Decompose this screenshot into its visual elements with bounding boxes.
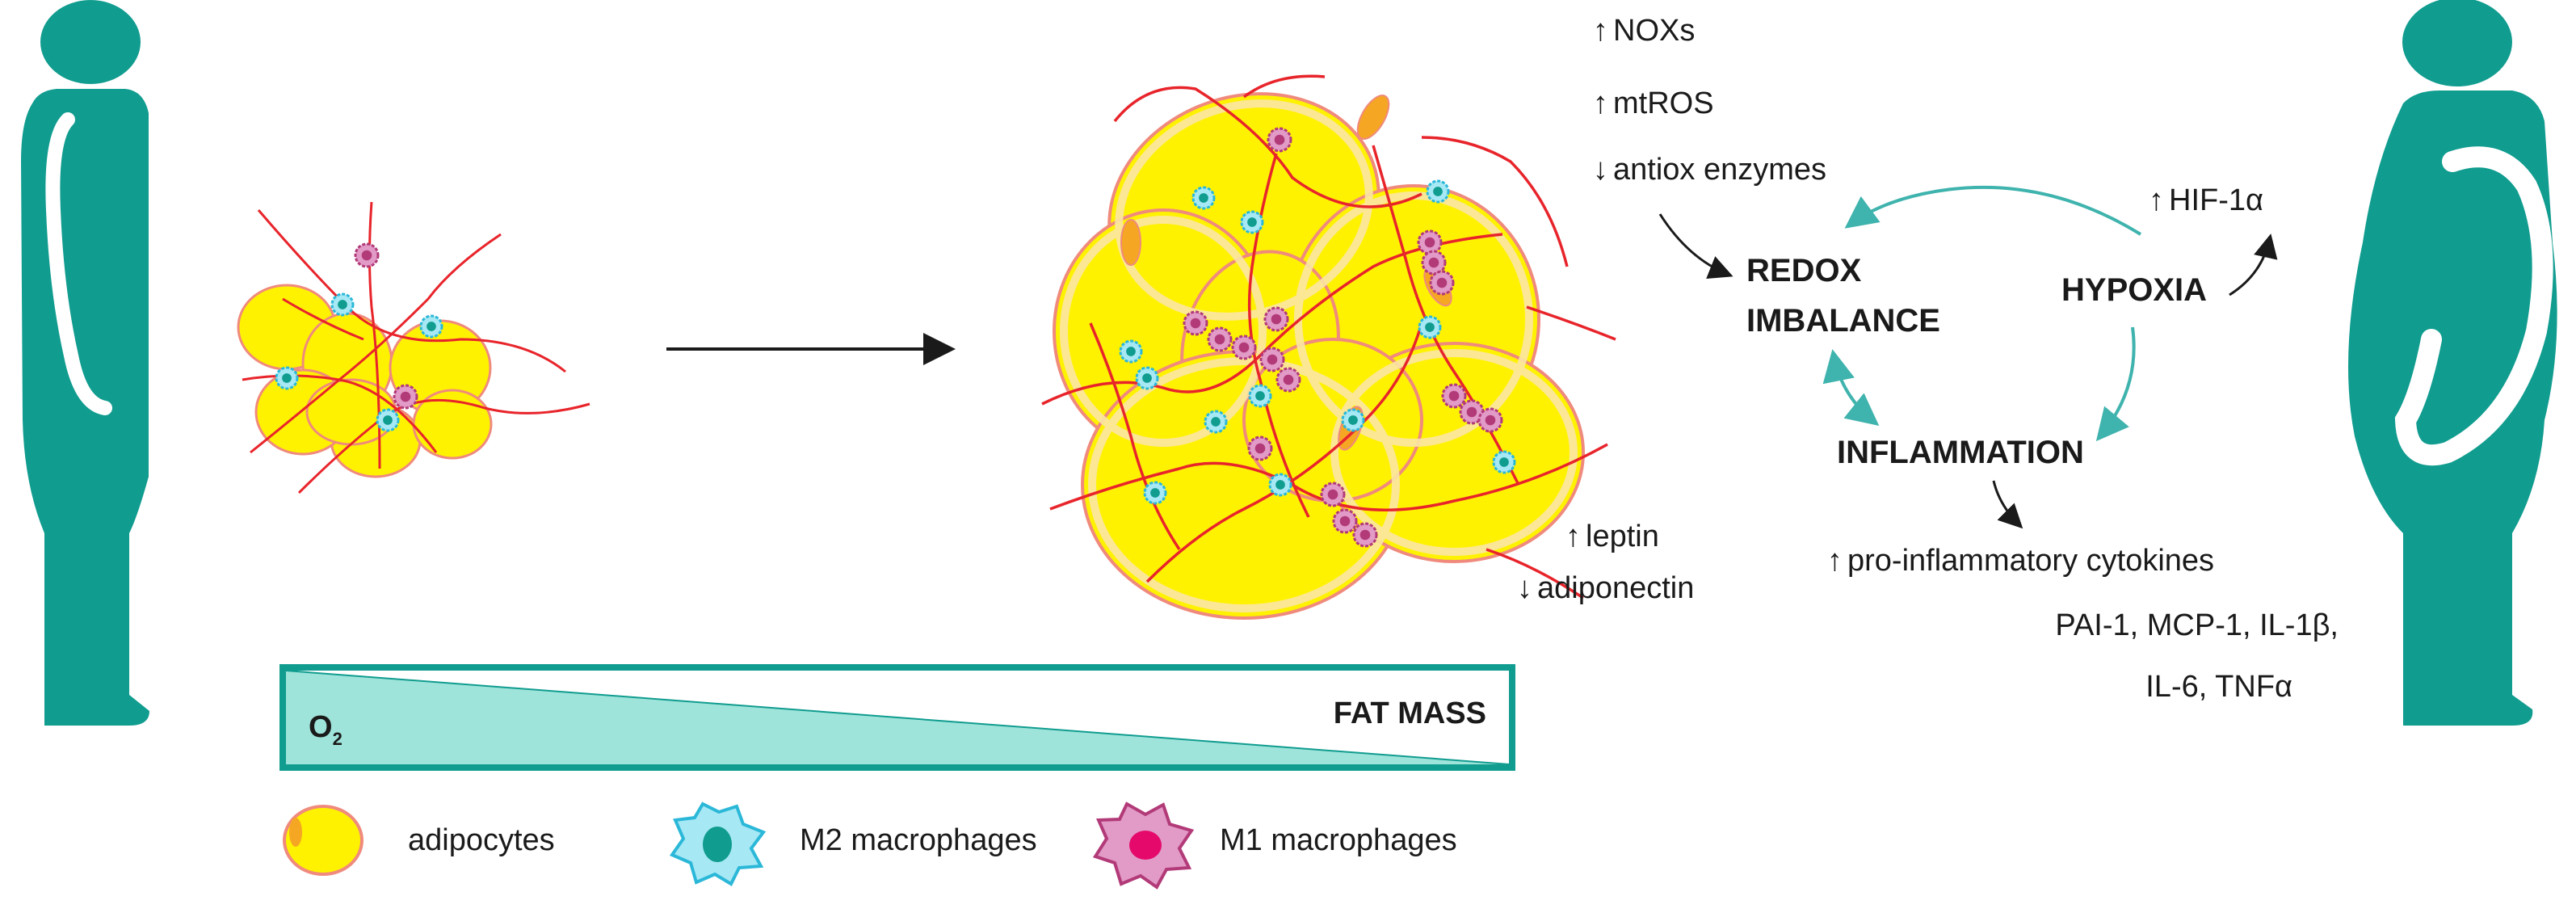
inflammation-to-cytokines-arrow <box>1992 480 2023 529</box>
m2-macrophage <box>1268 473 1292 497</box>
adipocyte-icon <box>283 805 363 876</box>
redox-imbalance-label: REDOX <box>1746 253 1862 288</box>
m1-macrophage <box>1421 250 1447 276</box>
m2-macrophage <box>1240 210 1264 234</box>
cytokine-list-1: PAI-1, MCP-1, IL-1β, <box>2055 608 2339 642</box>
up-arrow-icon: ↑ <box>1593 86 1608 120</box>
o2-label: O2 <box>309 710 342 749</box>
m2-macrophage <box>330 292 355 317</box>
m1-macrophage <box>1247 435 1273 461</box>
m2-macrophage <box>1204 410 1228 434</box>
mtros-label: mtROS <box>1613 86 1714 120</box>
m1-macrophage <box>1263 306 1289 332</box>
up-arrow-icon: ↑ <box>1593 14 1608 48</box>
macrophage-layer <box>275 127 1516 548</box>
down-arrow-icon: ↓ <box>1593 153 1608 187</box>
m2-macrophage <box>1248 384 1272 408</box>
antiox-label: antiox enzymes <box>1613 153 1826 187</box>
m2-macrophage <box>1191 186 1216 210</box>
m1-macrophage <box>1429 270 1455 296</box>
hypoxia-label: HYPOXIA <box>2061 272 2207 308</box>
m1-macrophage <box>1183 310 1208 336</box>
hypoxia-to-redox-arrow <box>1844 185 2142 236</box>
m1-macrophage-icon <box>1092 802 1195 890</box>
m2-macrophage <box>1426 179 1450 204</box>
m2-macrophage <box>1341 408 1365 432</box>
m2-macrophage <box>419 314 443 339</box>
m2-macrophage <box>1135 366 1159 390</box>
leptin-label: leptin <box>1586 520 1659 553</box>
fat-mass-label: FAT MASS <box>1334 696 1486 730</box>
m1-macrophage <box>1320 482 1346 507</box>
legend: adipocytes M2 macrophages M1 macrophages <box>283 802 1457 890</box>
legend-m1-label: M1 macrophages <box>1220 823 1457 857</box>
antiox-to-redox-arrow <box>1658 213 1733 280</box>
lean-person-silhouette <box>21 0 149 726</box>
o2-fat-mass-gradient-bar <box>279 664 1515 771</box>
m1-macrophage <box>1207 326 1233 352</box>
obese-person-silhouette <box>2348 0 2557 726</box>
m1-macrophage <box>1259 347 1285 372</box>
m1-macrophage <box>1231 334 1257 360</box>
m1-macrophage <box>1332 508 1358 534</box>
m1-macrophage <box>1352 522 1378 548</box>
legend-m2-label: M2 macrophages <box>800 823 1037 857</box>
cytokines-label: pro-inflammatory cytokines <box>1847 544 2214 578</box>
m2-macrophage <box>275 366 299 390</box>
lean-adipose-tissue <box>237 201 590 494</box>
m1-macrophage <box>393 384 418 410</box>
m2-macrophage <box>376 408 400 432</box>
m1-macrophage <box>1417 229 1443 255</box>
up-arrow-icon: ↑ <box>1565 520 1581 553</box>
up-arrow-icon: ↑ <box>1827 544 1843 578</box>
m2-macrophage <box>1492 450 1516 474</box>
legend-adipocytes-label: adipocytes <box>408 823 555 857</box>
m2-macrophage <box>1119 339 1143 364</box>
inflammation-label: INFLAMMATION <box>1837 435 2084 470</box>
m2-macrophage-icon <box>669 802 767 886</box>
down-arrow-icon: ↓ <box>1517 571 1532 605</box>
m1-macrophage <box>354 242 380 268</box>
m1-macrophage <box>1477 407 1503 433</box>
up-arrow-icon: ↑ <box>2149 183 2164 217</box>
obese-adipose-tissue <box>1041 74 1616 620</box>
m1-macrophage <box>1441 383 1467 409</box>
hypoxia-to-hif-arrow <box>2229 234 2278 297</box>
m1-macrophage <box>1267 127 1292 153</box>
adiponectin-label: adiponectin <box>1537 571 1694 605</box>
redox-imbalance-label-line2: IMBALANCE <box>1746 303 1940 339</box>
hif-label: HIF-1α <box>2169 183 2263 217</box>
noxs-label: NOXs <box>1613 14 1695 48</box>
m1-macrophage <box>1275 367 1301 393</box>
redox-inflammation-arrow <box>1822 349 1880 426</box>
m2-macrophage <box>1418 315 1442 339</box>
m2-macrophage <box>1143 481 1167 505</box>
cytokine-list-2: IL-6, TNFα <box>2145 670 2292 704</box>
hypoxia-to-inflammation-arrow <box>2095 326 2136 442</box>
